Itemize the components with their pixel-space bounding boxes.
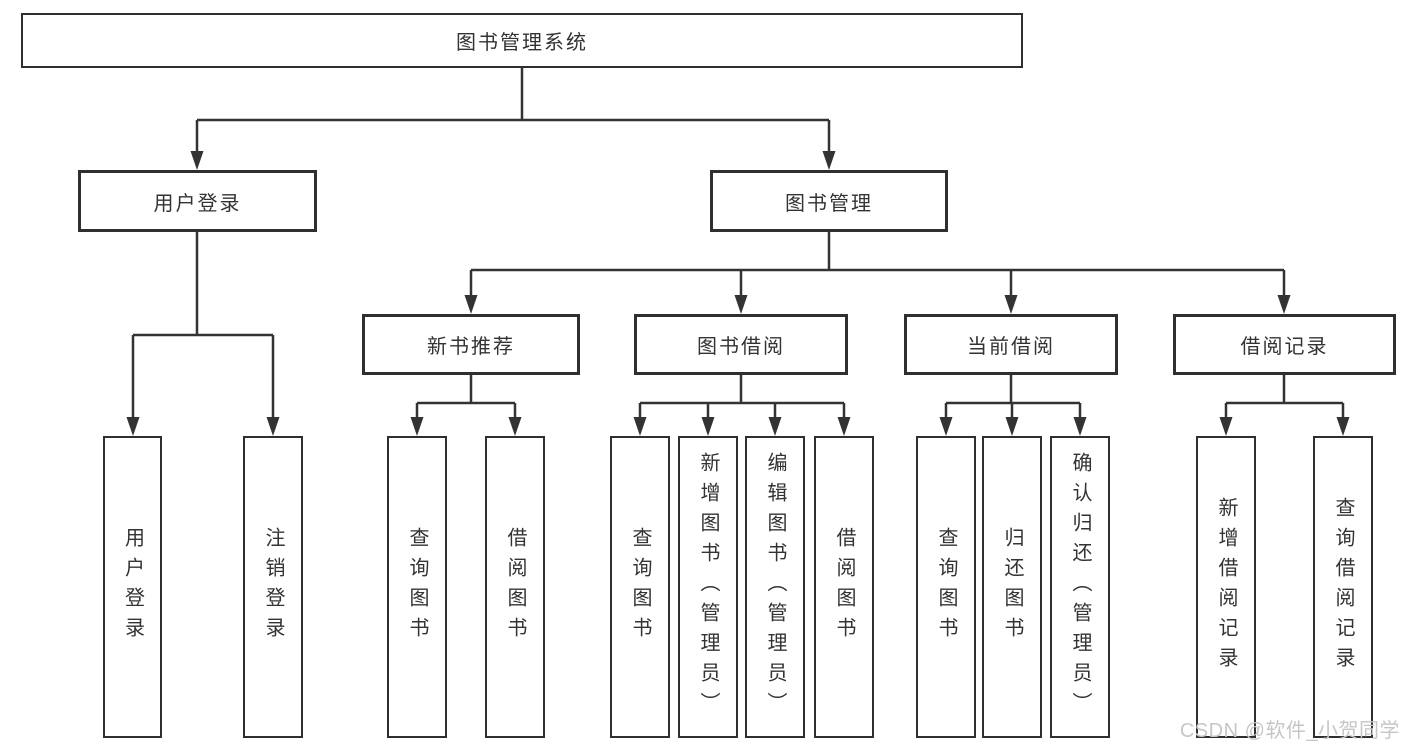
node-leaf-borrow-book-1: 借阅图书 (485, 436, 545, 738)
node-label: 编辑图书（管理员） (764, 452, 786, 722)
node-leaf-add-book-admin: 新增图书（管理员） (678, 436, 738, 738)
node-label: 图书管理 (785, 192, 873, 215)
arrow-down-icon (768, 417, 782, 436)
watermark: CSDN @软件_小贺同学 (1179, 720, 1400, 742)
connector-spine-borrow-records (1226, 375, 1343, 405)
arrow-down-icon (410, 417, 424, 436)
arrow-down-icon (1005, 417, 1019, 436)
node-label: 借阅记录 (1240, 336, 1329, 358)
connector-spine-new-book (417, 375, 515, 405)
node-label: 查询图书 (629, 527, 651, 647)
node-label: 归还图书 (1001, 527, 1023, 647)
arrow-down-icon (633, 417, 647, 436)
arrow-down-icon (939, 417, 953, 436)
node-label: 图书借阅 (697, 336, 785, 358)
node-leaf-query-borrow-record: 查询借阅记录 (1313, 436, 1373, 738)
node-book-management: 图书管理 (710, 170, 948, 232)
node-label: 新书推荐 (427, 336, 515, 358)
connector-spine-user-login (133, 232, 273, 337)
node-current-borrow: 当前借阅 (904, 314, 1118, 375)
node-label: 用户登录 (121, 527, 144, 647)
node-label: 用户登录 (153, 192, 242, 215)
node-leaf-logout: 注销登录 (243, 436, 303, 738)
arrow-down-icon (464, 295, 478, 314)
node-new-book-recommend: 新书推荐 (362, 314, 580, 375)
node-leaf-return-book: 归还图书 (982, 436, 1042, 738)
arrow-down-icon (508, 417, 522, 436)
node-label: 查询图书 (406, 527, 428, 647)
arrow-down-icon (266, 417, 280, 436)
node-label: 确认归还（管理员） (1069, 452, 1091, 722)
arrow-down-icon (1004, 295, 1018, 314)
arrow-down-icon (734, 295, 748, 314)
node-leaf-edit-book-admin: 编辑图书（管理员） (745, 436, 805, 738)
node-leaf-query-book-1: 查询图书 (387, 436, 447, 738)
node-label: 新增图书（管理员） (697, 452, 719, 722)
arrow-down-icon (822, 151, 836, 170)
node-leaf-borrow-book-2: 借阅图书 (814, 436, 874, 738)
arrow-down-icon (1277, 295, 1291, 314)
node-label: 查询图书 (935, 527, 957, 647)
node-leaf-add-borrow-record: 新增借阅记录 (1196, 436, 1256, 738)
node-label: 注销登录 (262, 527, 284, 647)
node-leaf-user-login: 用户登录 (103, 436, 162, 738)
node-leaf-query-book-2: 查询图书 (610, 436, 670, 738)
connector-spine-book-borrow (640, 375, 844, 405)
node-borrow-records: 借阅记录 (1173, 314, 1396, 375)
arrow-down-icon (1219, 417, 1233, 436)
connector-spine-root (197, 68, 829, 122)
node-label: 借阅图书 (833, 527, 855, 647)
arrow-down-icon (190, 151, 204, 170)
arrow-down-icon (1073, 417, 1087, 436)
node-leaf-query-book-3: 查询图书 (916, 436, 976, 738)
connector-spine-book-management (471, 232, 1284, 272)
arrow-down-icon (1336, 417, 1350, 436)
node-label: 新增借阅记录 (1215, 497, 1237, 677)
node-book-borrow: 图书借阅 (634, 314, 848, 375)
node-root-system: 图书管理系统 (21, 13, 1023, 68)
node-label: 图书管理系统 (456, 32, 588, 54)
arrow-down-icon (126, 417, 140, 436)
arrow-down-icon (701, 417, 715, 436)
node-leaf-confirm-return-admin: 确认归还（管理员） (1050, 436, 1110, 738)
node-label: 查询借阅记录 (1332, 497, 1354, 677)
connector-spine-current-borrow (946, 375, 1080, 405)
node-label: 借阅图书 (504, 527, 526, 647)
node-label: 当前借阅 (967, 336, 1055, 358)
node-user-login: 用户登录 (78, 170, 317, 232)
arrow-down-icon (837, 417, 851, 436)
